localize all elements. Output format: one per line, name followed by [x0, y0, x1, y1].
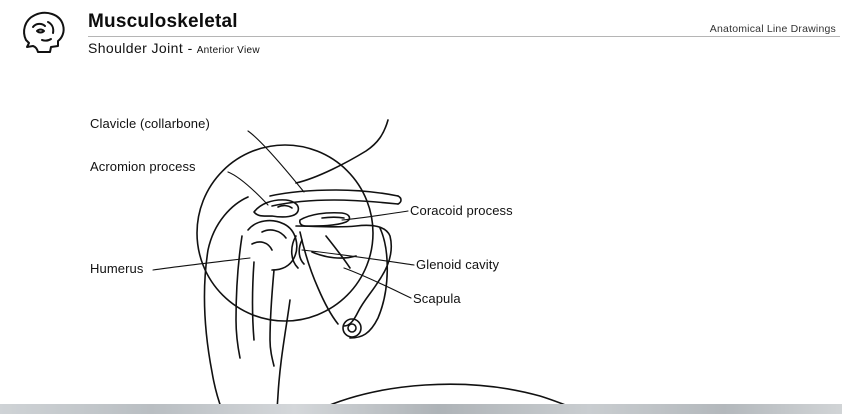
neck-contour: [296, 120, 388, 183]
nipple-inner: [348, 324, 356, 332]
arm-outer-contour: [205, 197, 248, 410]
label-acromion: Acromion process: [90, 160, 196, 173]
clavicle-bone: [270, 190, 398, 196]
leader-glenoid: [302, 250, 414, 265]
label-glenoid: Glenoid cavity: [416, 258, 499, 271]
humerus-head: [248, 221, 297, 270]
label-scapula: Scapula: [413, 292, 461, 305]
label-clavicle: Clavicle (collarbone): [90, 117, 210, 130]
joint-highlight-circle: [197, 145, 373, 321]
scapula-bone: [296, 225, 391, 326]
label-humerus: Humerus: [90, 262, 143, 275]
arm-inner-contour: [277, 300, 290, 410]
humerus-shaft: [236, 236, 242, 358]
leader-coracoid: [342, 211, 408, 220]
bottom-edge-strip: [0, 404, 842, 414]
torso-contour: [350, 228, 387, 338]
leader-acromion: [228, 172, 268, 205]
coracoid-bone: [300, 213, 350, 226]
label-coracoid: Coracoid process: [410, 204, 513, 217]
